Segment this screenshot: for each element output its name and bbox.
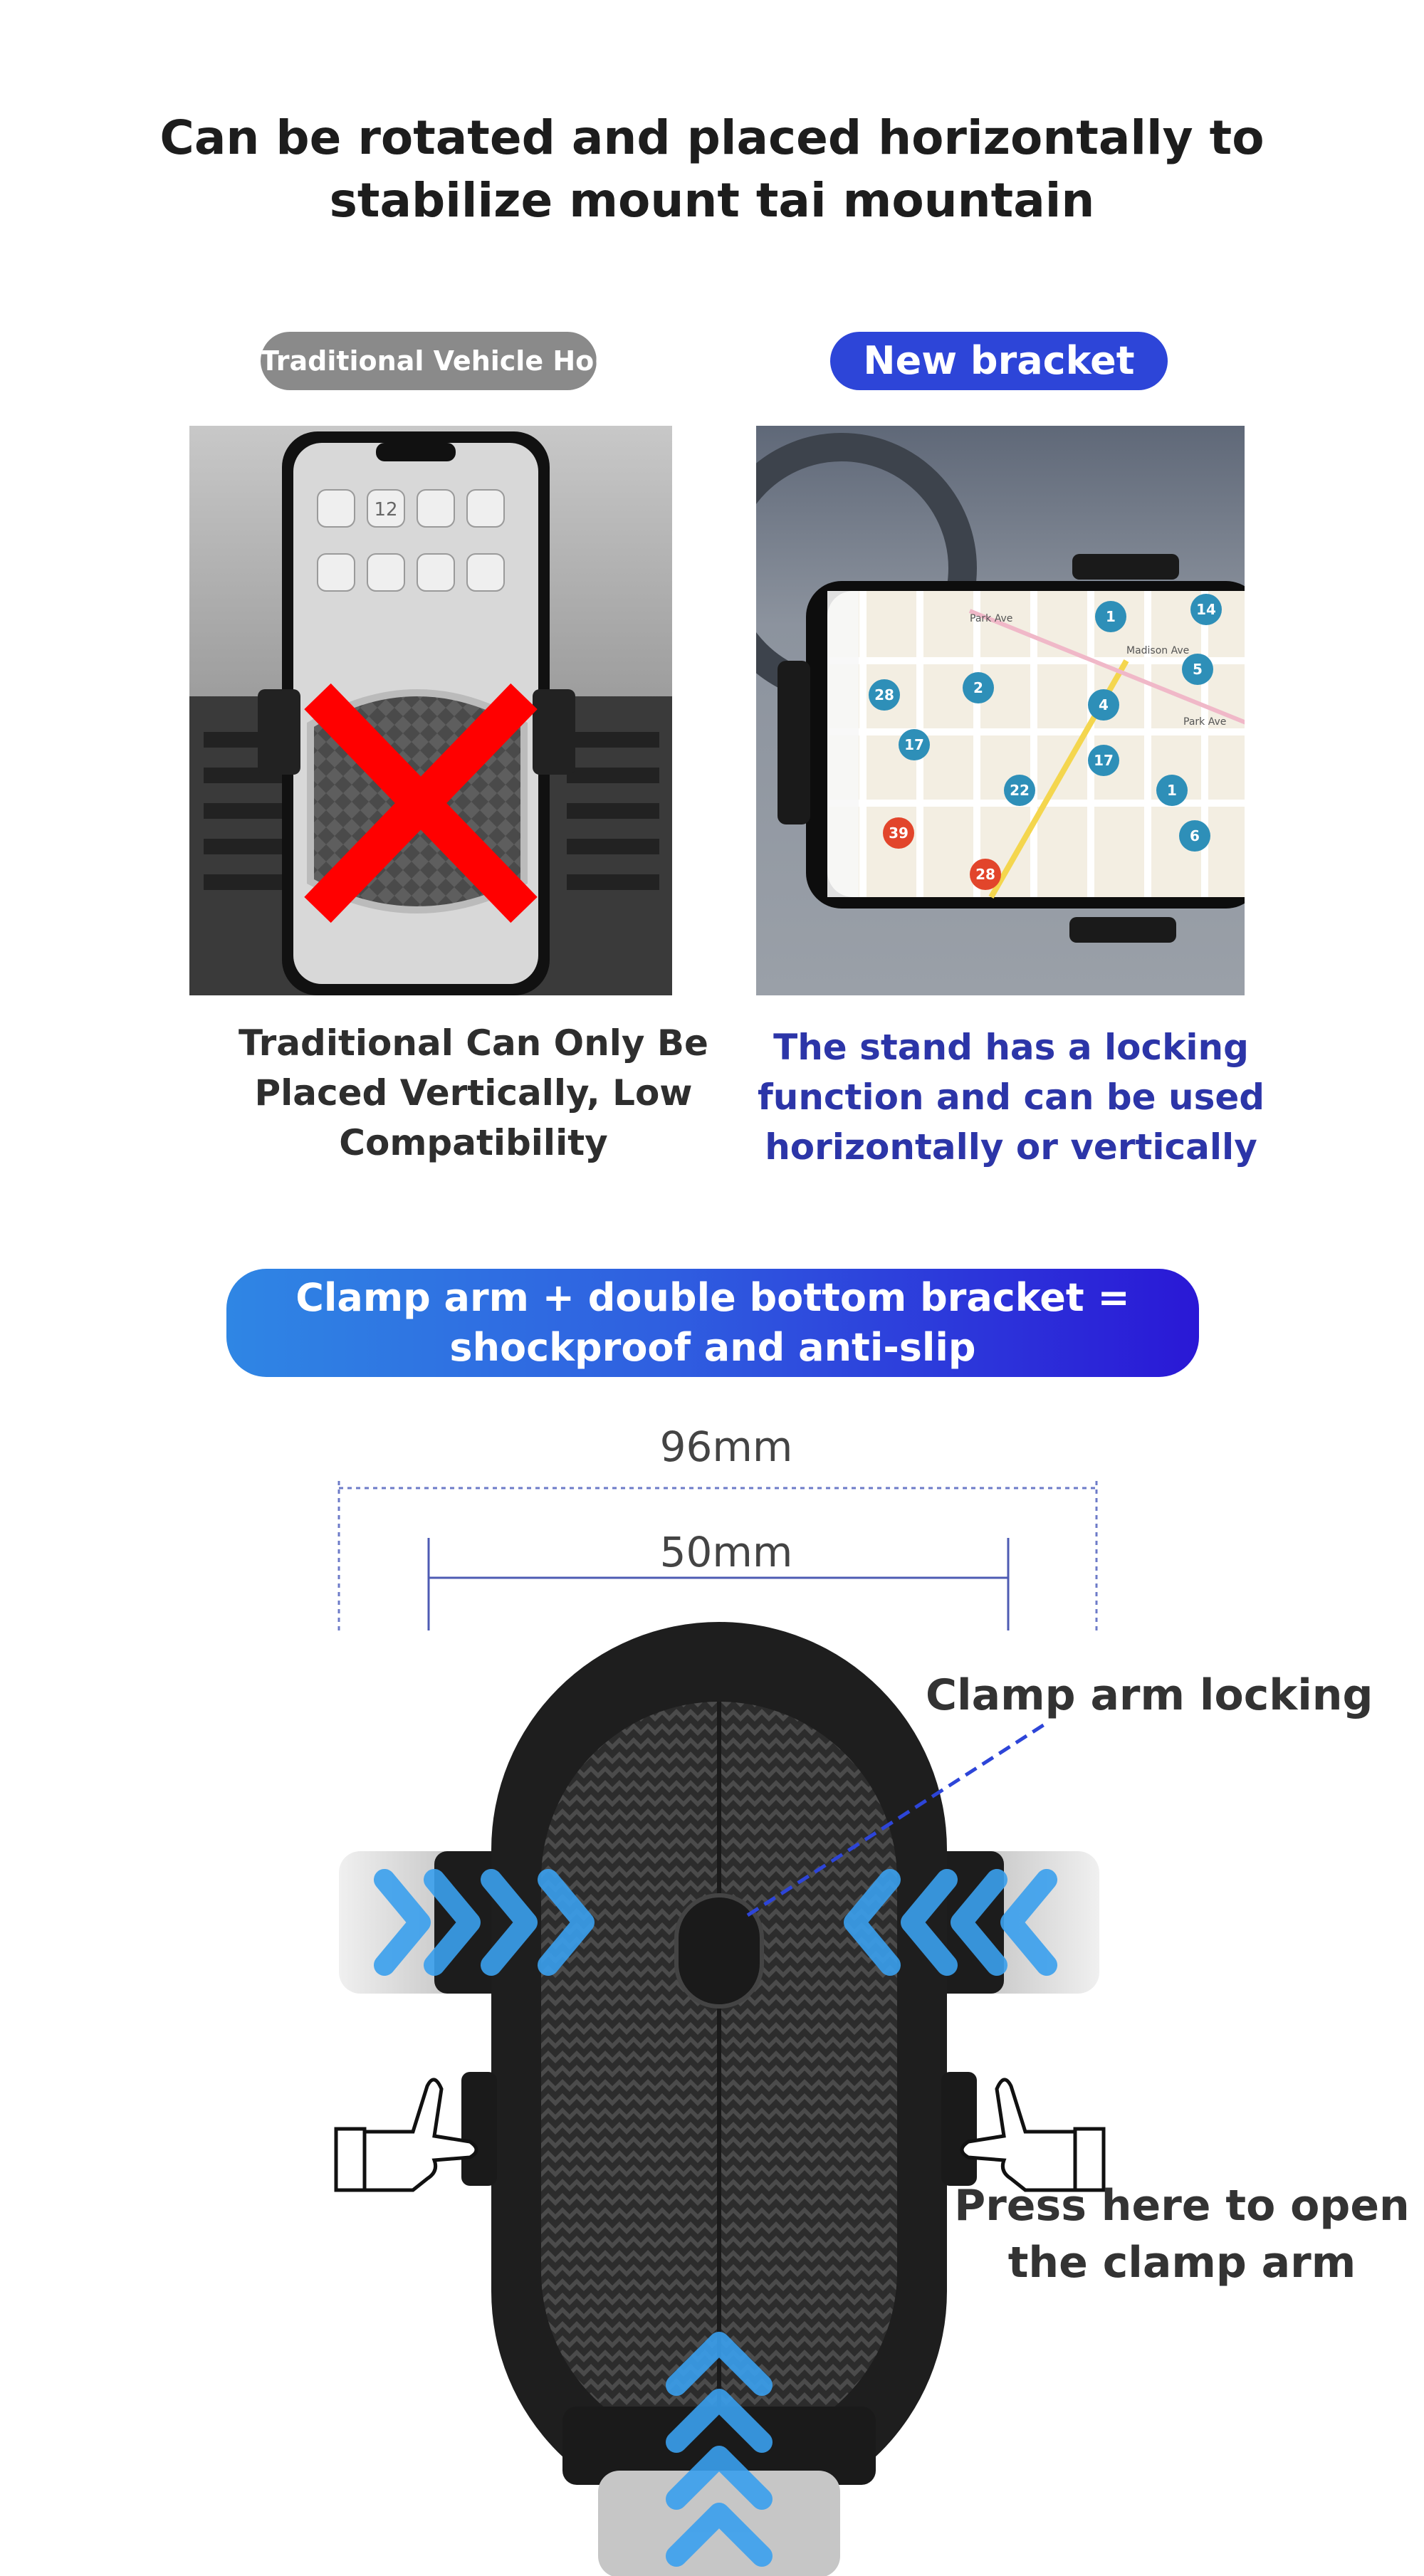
dimension-lines [337, 1481, 1098, 1630]
map-marker: 17 [904, 736, 924, 753]
red-cross-icon [304, 683, 538, 923]
map-marker: 1 [1106, 608, 1116, 625]
feature-banner: Clamp arm + double bottom bracket = shoc… [226, 1269, 1199, 1377]
new-bracket-photo: Park Ave Madison Ave Park Ave 1 14 5 28 … [756, 426, 1245, 995]
map-marker: 22 [1010, 782, 1030, 799]
pointing-hand-left-icon [334, 2078, 478, 2192]
map-marker: 17 [1094, 752, 1114, 769]
clamp-lock-label: Clamp arm locking [926, 1670, 1373, 1720]
map-marker: 14 [1196, 601, 1216, 618]
new-bracket-tag: New bracket [830, 332, 1168, 390]
map-marker: 4 [1099, 696, 1109, 713]
map-street-label: Park Ave [1183, 716, 1226, 728]
pointing-hand-right-icon [960, 2078, 1106, 2192]
map-marker: 1 [1167, 782, 1177, 799]
press-open-label: Press here to open the clamp arm [954, 2181, 1410, 2288]
outer-width-label: 96mm [659, 1423, 793, 1471]
new-bracket-caption: The stand has a locking function and can… [757, 1027, 1265, 1168]
traditional-holder-tag: Traditional Vehicle Hold [261, 332, 597, 390]
map-marker: 5 [1193, 661, 1203, 678]
map-marker: 6 [1190, 827, 1200, 844]
map-street-label: Park Ave [970, 613, 1012, 624]
page-headline: Can be rotated and placed horizontally t… [159, 110, 1265, 228]
map-marker: 2 [973, 679, 983, 696]
traditional-holder-photo: 12 [189, 426, 672, 995]
map-marker: 28 [874, 686, 894, 703]
map-marker: 39 [889, 824, 909, 842]
map-marker: 28 [975, 866, 995, 883]
inner-width-label: 50mm [659, 1528, 793, 1576]
calendar-icon: 12 [374, 499, 397, 520]
push-arrows-icon [374, 1869, 1057, 2567]
phone-holder-illustration [334, 1622, 1106, 2576]
traditional-holder-caption: Traditional Can Only Be Placed Verticall… [239, 1022, 708, 1163]
map-street-label: Madison Ave [1126, 645, 1189, 656]
